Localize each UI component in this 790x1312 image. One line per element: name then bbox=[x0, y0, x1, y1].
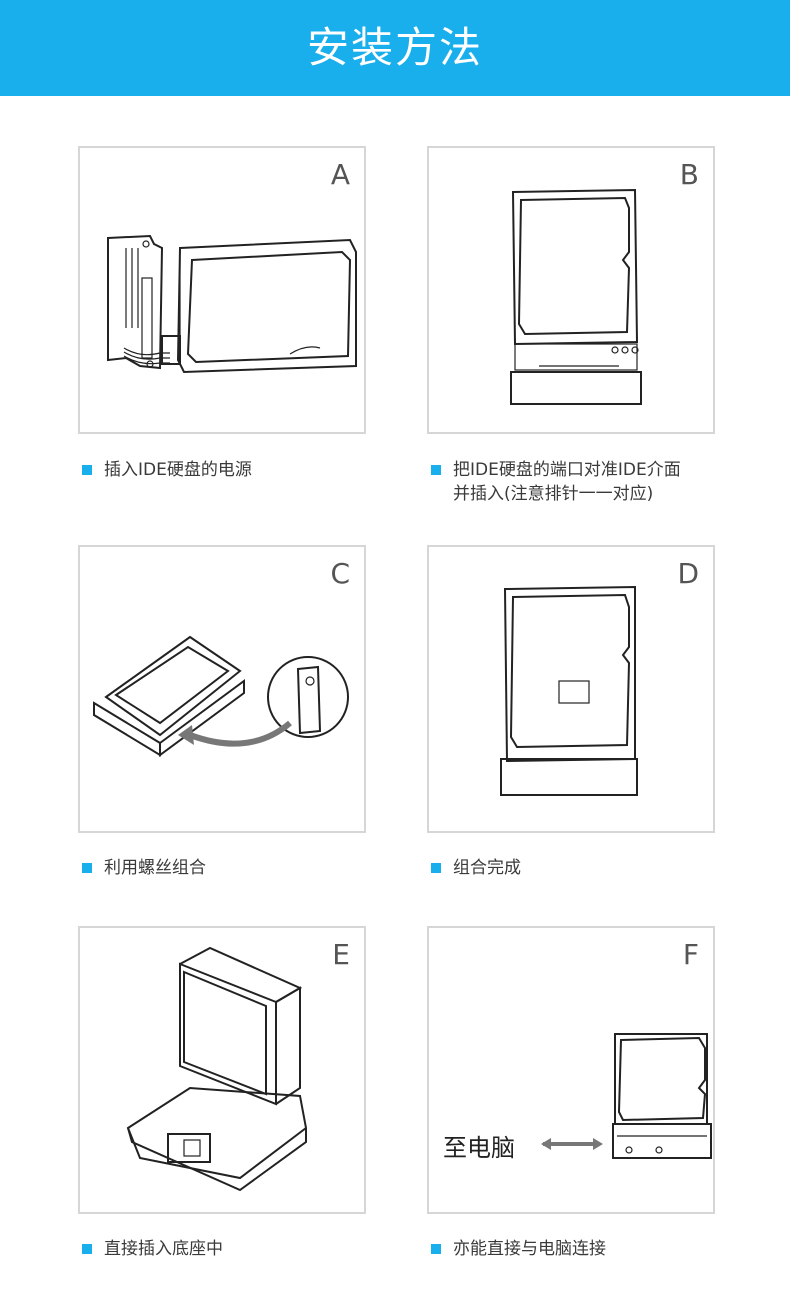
bullet-icon bbox=[431, 1244, 441, 1254]
step-c-caption: 利用螺丝组合 bbox=[82, 856, 206, 880]
step-c-letter: C bbox=[330, 557, 350, 590]
step-e-caption: 直接插入底座中 bbox=[82, 1237, 223, 1261]
step-b-illustration bbox=[510, 188, 642, 405]
step-a-caption-text: 插入IDE硬盘的电源 bbox=[104, 460, 252, 480]
step-b-letter: B bbox=[679, 158, 699, 191]
step-b-panel: B bbox=[427, 146, 715, 434]
step-c-panel: C bbox=[78, 545, 366, 833]
to-computer-label: 至电脑 bbox=[443, 1134, 515, 1162]
step-f-panel: F 至电脑 bbox=[427, 926, 715, 1214]
step-b-caption: 把IDE硬盘的端口对准IDE介面 并插入(注意排针一一对应) bbox=[431, 458, 681, 506]
step-c-illustration bbox=[93, 635, 349, 757]
bullet-icon bbox=[82, 465, 92, 475]
step-e-caption-text: 直接插入底座中 bbox=[104, 1239, 223, 1259]
step-e-letter: E bbox=[332, 938, 350, 971]
step-b-caption-line2: 并插入(注意排针一一对应) bbox=[453, 484, 654, 504]
bullet-icon bbox=[431, 863, 441, 873]
step-d-caption-text: 组合完成 bbox=[453, 858, 521, 878]
step-e-illustration bbox=[126, 946, 308, 1192]
bullet-icon bbox=[82, 863, 92, 873]
step-a-illustration bbox=[107, 234, 357, 374]
step-b-caption-line1: 把IDE硬盘的端口对准IDE介面 bbox=[453, 460, 681, 480]
step-f-illustration bbox=[541, 1033, 712, 1159]
step-e-panel: E bbox=[78, 926, 366, 1214]
step-d-panel: D bbox=[427, 545, 715, 833]
page-title: 安装方法 bbox=[306, 23, 483, 72]
step-f-letter: F bbox=[682, 938, 699, 971]
step-a-caption: 插入IDE硬盘的电源 bbox=[82, 458, 252, 482]
bullet-icon bbox=[431, 465, 441, 475]
step-a-panel: A bbox=[78, 146, 366, 434]
step-a-letter: A bbox=[330, 158, 350, 191]
step-d-letter: D bbox=[677, 557, 699, 590]
step-c-caption-text: 利用螺丝组合 bbox=[104, 858, 206, 878]
step-d-illustration bbox=[500, 585, 638, 796]
header-banner: 安装方法 bbox=[0, 0, 790, 96]
step-d-caption: 组合完成 bbox=[431, 856, 521, 880]
step-f-caption: 亦能直接与电脑连接 bbox=[431, 1237, 606, 1261]
step-f-caption-text: 亦能直接与电脑连接 bbox=[453, 1239, 606, 1259]
bullet-icon bbox=[82, 1244, 92, 1254]
